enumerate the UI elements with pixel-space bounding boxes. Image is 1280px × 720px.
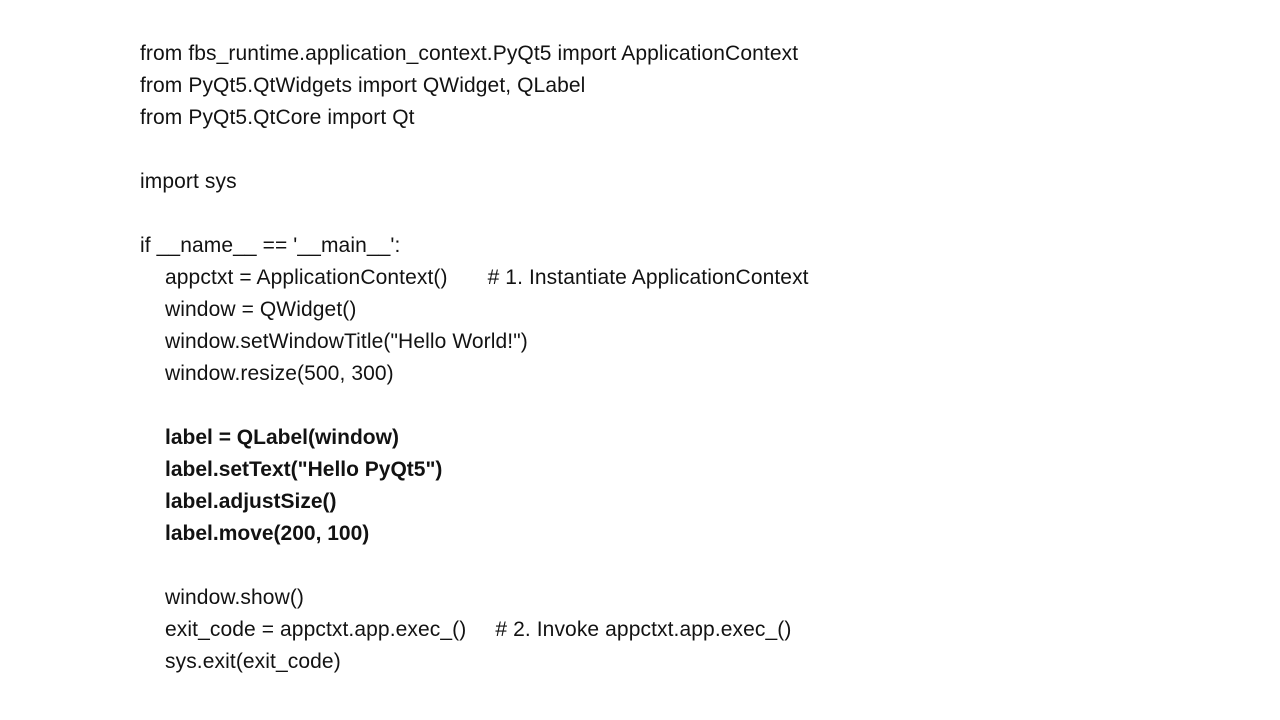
code-line: appctxt = ApplicationContext() # 1. Insta… [140,262,1240,294]
code-text: from PyQt5.QtCore import Qt [140,106,415,129]
code-text: sys.exit(exit_code) [165,650,341,673]
code-block[interactable]: from fbs_runtime.application_context.PyQ… [140,38,1240,678]
code-line: from fbs_runtime.application_context.PyQ… [140,38,1240,70]
code-line: import sys [140,166,1240,198]
code-line: sys.exit(exit_code) [140,646,1240,678]
code-text: from PyQt5.QtWidgets import QWidget, QLa… [140,74,586,97]
code-text: label.adjustSize() [165,490,337,513]
code-line: exit_code = appctxt.app.exec_() # 2. Invo… [140,614,1240,646]
code-text: window = QWidget() [165,298,357,321]
code-line: window.resize(500, 300) [140,358,1240,390]
code-comment: # 1. Instantiate ApplicationContext [487,266,809,289]
code-text: label = QLabel(window) [165,426,399,449]
code-text: import sys [140,170,237,193]
code-text: from fbs_runtime.application_context.PyQ… [140,42,799,65]
code-text: window.show() [165,586,305,609]
code-line-blank [140,390,1240,422]
code-line: if __name__ == '__main__': [140,230,1240,262]
code-text: label.setText("Hello PyQt5") [165,458,443,481]
code-text: appctxt = ApplicationContext() [165,266,448,289]
code-text: label.move(200, 100) [165,522,370,545]
code-line: window.show() [140,582,1240,614]
code-line: from PyQt5.QtCore import Qt [140,102,1240,134]
code-line: label.setText("Hello PyQt5") [140,454,1240,486]
code-text: window.setWindowTitle("Hello World!") [165,330,528,353]
code-line-blank [140,134,1240,166]
code-text: window.resize(500, 300) [165,362,394,385]
code-line: window = QWidget() [140,294,1240,326]
code-text: exit_code = appctxt.app.exec_() [165,618,467,641]
code-text: if __name__ == '__main__': [140,234,401,257]
code-line: window.setWindowTitle("Hello World!") [140,326,1240,358]
code-line: label = QLabel(window) [140,422,1240,454]
code-line-blank [140,198,1240,230]
code-line: label.adjustSize() [140,486,1240,518]
code-line: from PyQt5.QtWidgets import QWidget, QLa… [140,70,1240,102]
code-comment: # 2. Invoke appctxt.app.exec_() [495,618,792,641]
code-line-blank [140,550,1240,582]
code-line: label.move(200, 100) [140,518,1240,550]
